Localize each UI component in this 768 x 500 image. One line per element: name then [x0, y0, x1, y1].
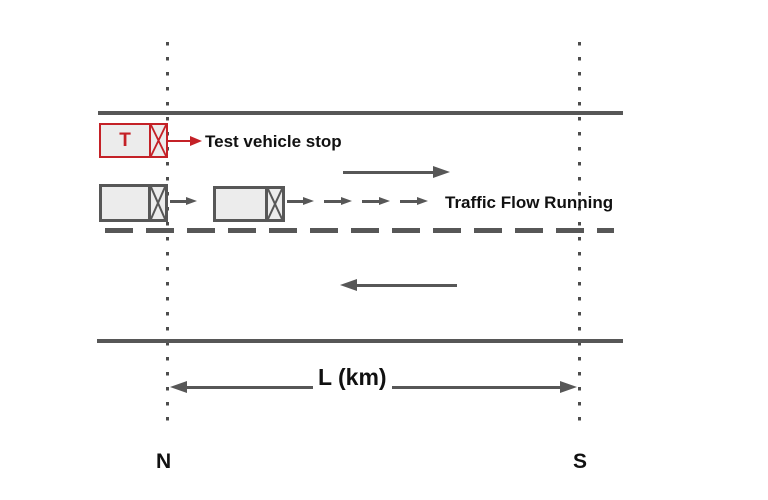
flow-arrow-3 — [400, 197, 428, 205]
station-north-label: N — [156, 450, 172, 473]
station-line-north — [166, 42, 169, 432]
traffic-flow-running-label: Traffic Flow Running — [445, 193, 614, 212]
flow-vehicle-1-body — [102, 187, 148, 219]
arrow-shaft — [362, 199, 379, 203]
right-arrow-icon — [379, 197, 390, 205]
right-arrow-icon — [303, 197, 314, 205]
right-arrow-icon — [186, 197, 197, 205]
road-center-dashed-line — [105, 228, 614, 233]
flow-vehicle-2-arrow — [287, 197, 314, 205]
test-vehicle-stop-arrow — [168, 136, 202, 146]
test-vehicle: T — [99, 123, 168, 158]
vehicle-front-x-icon — [149, 125, 166, 156]
right-arrow-icon — [190, 136, 202, 146]
flow-vehicle-1-arrow — [170, 197, 197, 205]
opposite-direction-arrow — [340, 279, 457, 291]
flow-vehicle-1 — [99, 184, 168, 222]
distance-label: L (km) — [313, 364, 392, 391]
arrow-shaft — [170, 199, 186, 203]
arrow-shaft — [287, 199, 303, 203]
left-arrow-icon — [340, 279, 357, 291]
right-arrow-icon — [433, 166, 450, 178]
flow-vehicle-2-body — [216, 189, 265, 219]
arrow-shaft — [400, 199, 417, 203]
vehicle-front-x-icon — [265, 189, 282, 219]
arrow-shaft — [168, 139, 190, 143]
flow-arrow-2 — [362, 197, 390, 205]
road-edge-bottom — [97, 339, 623, 343]
arrow-shaft — [357, 283, 457, 287]
arrow-shaft — [343, 170, 433, 174]
flow-vehicle-2 — [213, 186, 285, 222]
forward-direction-arrow — [343, 166, 450, 178]
test-vehicle-body: T — [101, 125, 149, 156]
double-headed-arrow-icon — [170, 381, 187, 393]
right-arrow-icon — [417, 197, 428, 205]
flow-arrow-1 — [324, 197, 352, 205]
test-vehicle-letter: T — [119, 130, 131, 151]
road-edge-top — [98, 111, 623, 115]
test-vehicle-stop-label: Test vehicle stop — [205, 132, 342, 151]
right-arrow-icon — [560, 381, 577, 393]
right-arrow-icon — [341, 197, 352, 205]
station-south-label: S — [573, 450, 588, 473]
arrow-shaft — [324, 199, 341, 203]
vehicle-front-x-icon — [148, 187, 165, 219]
station-line-south — [578, 42, 581, 432]
